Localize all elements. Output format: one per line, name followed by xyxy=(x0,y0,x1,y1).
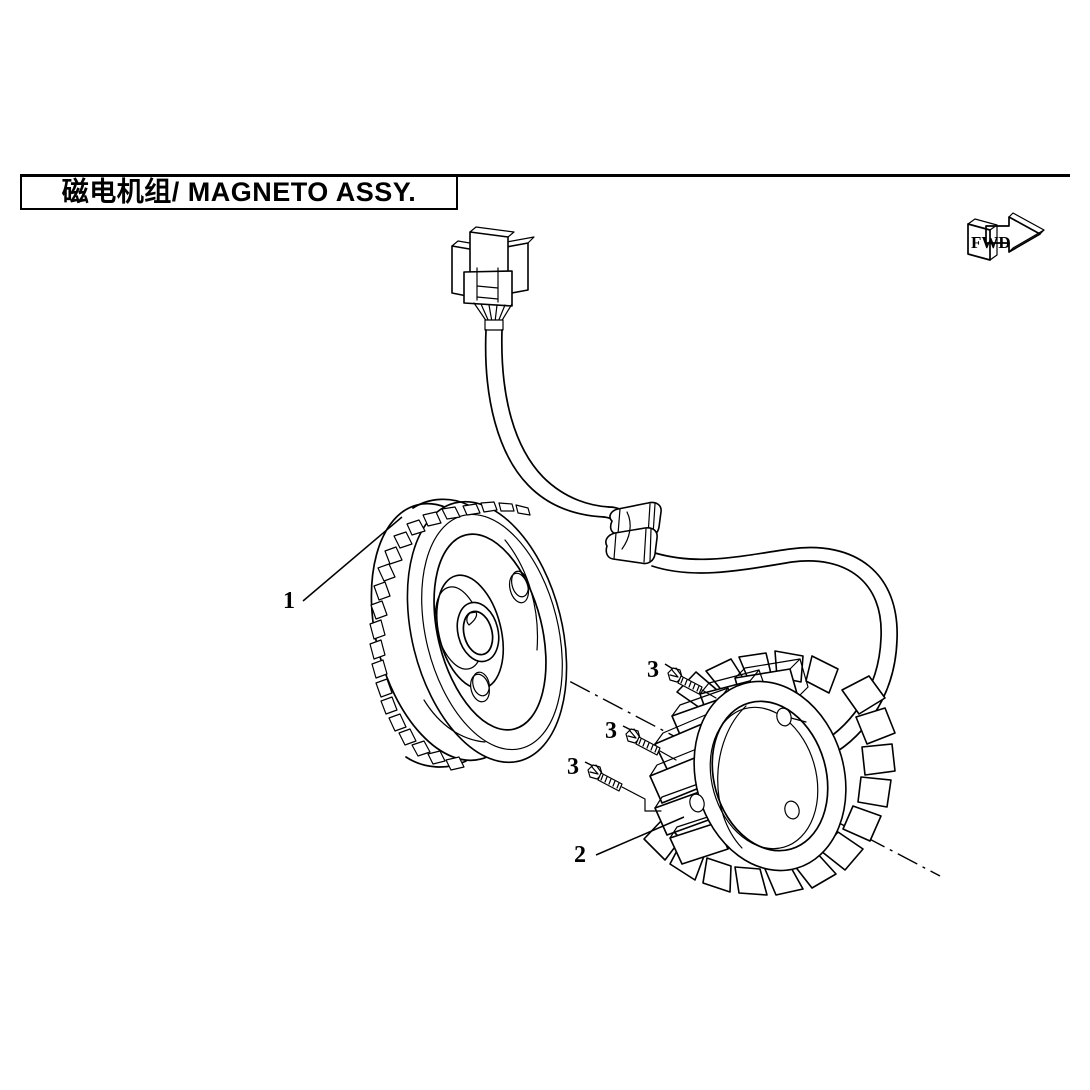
stator-mounting-hole xyxy=(776,707,792,727)
magneto-flywheel-rotor xyxy=(369,498,568,771)
callout-number-1: 1 xyxy=(283,588,295,614)
stator-mounting-hole xyxy=(689,793,705,813)
fwd-arrow-icon: FWD xyxy=(967,212,1045,261)
rotor-magnet-blocks xyxy=(369,501,531,771)
page-title: 磁电机组/ MAGNETO ASSY. xyxy=(61,177,417,207)
leader-line-2 xyxy=(595,816,685,856)
stator-mounting-hole xyxy=(784,800,800,820)
hex-flange-bolt xyxy=(587,764,623,792)
hex-flange-bolt xyxy=(625,728,661,756)
leader-line-1 xyxy=(302,516,403,602)
callout-number-2: 2 xyxy=(574,842,586,868)
callout-number-3-middle: 3 xyxy=(605,718,617,744)
stator-mounting-bolts xyxy=(587,667,717,812)
hex-flange-bolt xyxy=(667,667,703,695)
title-box xyxy=(20,174,458,210)
wire-harness-grommet xyxy=(605,501,662,565)
leader-line-3b xyxy=(622,725,632,731)
wiring-harness-connector xyxy=(451,226,535,331)
magneto-stator-assembly xyxy=(643,650,896,896)
title-rule xyxy=(20,174,1070,177)
leader-line-3a xyxy=(664,663,674,670)
leader-line-3c xyxy=(584,761,594,767)
callout-number-3-lower: 3 xyxy=(567,754,579,780)
callout-number-3-upper: 3 xyxy=(647,657,659,683)
fwd-label: FWD xyxy=(971,233,1011,252)
